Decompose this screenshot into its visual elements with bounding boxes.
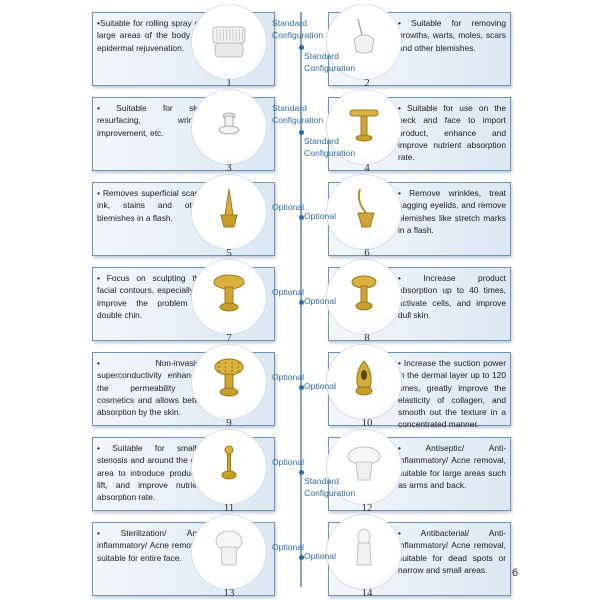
tip-description: • Sterilization/ Anti-inflammatory/ Acne… [97, 528, 204, 563]
tip-image-circle [327, 515, 401, 589]
right-config-label: Configuration [304, 488, 356, 498]
tip-description: • Increase the suction power in the derm… [398, 358, 506, 430]
tip-description: • Suitable for removing growths, warts, … [398, 18, 506, 53]
right-config-label: Optional [304, 381, 337, 391]
right-config-label: Configuration [304, 148, 356, 158]
gold-bent-tip-icon [357, 188, 375, 228]
right-config-label: Standard [304, 476, 339, 486]
tip-image-circle [192, 345, 266, 419]
tip-card-14: • Antibacterial/ Anti-inflammatory/ Acne… [327, 515, 511, 599]
tip-image-circle [327, 345, 401, 419]
tip-number: 1 [226, 77, 232, 89]
left-config-label: Standard [272, 18, 307, 28]
white-narrow-tip-icon [356, 528, 372, 566]
left-config-label: Standard [272, 103, 307, 113]
tip-description: • Remove wrinkles, treat sagging eyelids… [398, 188, 506, 235]
tip-card-2: • Suitable for removing growths, warts, … [327, 5, 511, 89]
tip-number: 7 [226, 332, 232, 344]
right-config-label: Standard [304, 51, 339, 61]
tip-description: • Antibacterial/ Anti-inflammatory/ Acne… [398, 528, 506, 575]
tip-number: 3 [226, 162, 232, 174]
connector-dot [298, 300, 304, 305]
tip-image-circle [192, 515, 266, 589]
tip-card-8: • Increase product absorption up to 40 t… [327, 260, 511, 344]
tip-card-5: • Removes superficial scars, ink, stains… [92, 175, 275, 259]
tip-number: 11 [223, 502, 235, 514]
tip-image-circle [327, 90, 401, 164]
right-config-label: Optional [304, 211, 337, 221]
tip-card-10: • Increase the suction power in the derm… [327, 345, 511, 429]
tip-description: • Non-invasive superconductivity enhance… [97, 358, 204, 418]
tip-image-circle [192, 430, 266, 504]
roller-tip-icon [212, 26, 246, 58]
tip-card-13: • Sterilization/ Anti-inflammatory/ Acne… [92, 515, 275, 599]
tip-description: • Increase product absorption up to 40 t… [398, 273, 506, 320]
left-config-label: Optional [272, 542, 305, 552]
tip-number: 4 [364, 162, 370, 174]
tip-card-6: • Remove wrinkles, treat sagging eyelids… [327, 175, 511, 259]
left-config-label: Configuration [272, 115, 324, 125]
tip-number: 8 [364, 332, 370, 344]
tip-card-1: •Suitable for rolling spray on large are… [92, 5, 275, 89]
tip-card-12: • Antiseptic/ Anti-inflammatory/ Acne re… [327, 430, 511, 514]
tip-image-circle [192, 90, 266, 164]
tip-image-circle [327, 260, 401, 334]
tip-number: 2 [364, 77, 370, 89]
right-config-label: Optional [304, 296, 337, 306]
tip-description: • Focus on sculpting the facial contours… [97, 273, 204, 320]
tip-number: 14 [361, 587, 373, 599]
tip-number: 6 [364, 247, 370, 259]
tip-card-4: • Suitable for use on the neck and face … [327, 90, 511, 174]
gold-spike-tip-icon [220, 188, 238, 228]
tip-number: 12 [361, 502, 373, 514]
left-config-label: Optional [272, 287, 305, 297]
connector-dot [298, 215, 304, 220]
tip-description: • Suitable for use on the neck and face … [398, 103, 506, 163]
tip-card-9: • Non-invasive superconductivity enhance… [92, 345, 275, 429]
tip-image-circle [192, 175, 266, 249]
connector-dot [298, 130, 304, 135]
tip-description: • Suitable for skin resurfacing, wrinkle… [97, 103, 204, 138]
connector-dot [298, 555, 304, 560]
gold-dotted-tip-icon [214, 358, 244, 397]
tip-description: •Suitable for rolling spray on large are… [97, 18, 204, 53]
left-config-label: Optional [272, 202, 305, 212]
right-config-label: Configuration [304, 63, 356, 73]
gold-mushroom-tip-icon [213, 274, 245, 312]
needle-tip-icon [353, 18, 375, 54]
tip-card-11: • Suitable for smaller stenosis and arou… [92, 430, 275, 514]
tip-number: 13 [223, 587, 235, 599]
gold-cap-tip-icon [351, 275, 377, 311]
tip-number: 5 [226, 247, 232, 259]
tip-image-circle [192, 260, 266, 334]
connector-dot [298, 470, 304, 475]
connector-dot [298, 45, 304, 50]
tip-image-circle [327, 430, 401, 504]
tip-number: 10 [361, 417, 373, 429]
right-config-label: Standard [304, 136, 339, 146]
small-cap-tip-icon [218, 112, 240, 135]
left-config-label: Optional [272, 457, 305, 467]
tip-image-circle [327, 5, 401, 79]
tip-description: • Antiseptic/ Anti-inflammatory/ Acne re… [398, 443, 506, 490]
white-cap-tip-icon [347, 446, 381, 481]
gold-ball-tip-icon [221, 445, 237, 480]
white-round-tip-icon [215, 530, 243, 566]
tip-image-circle [192, 5, 266, 79]
tip-card-3: • Suitable for skin resurfacing, wrinkle… [92, 90, 275, 174]
tip-description: • Removes superficial scars, ink, stains… [97, 188, 204, 223]
tip-image-circle [327, 175, 401, 249]
right-config-label: Optional [304, 551, 337, 561]
left-config-label: Configuration [272, 30, 324, 40]
connector-dot [298, 385, 304, 390]
center-connector-line [300, 12, 302, 587]
left-config-label: Optional [272, 372, 305, 382]
tip-number: 9 [226, 417, 232, 429]
t-bar-tip-icon [349, 109, 379, 142]
tip-description: • Suitable for smaller stenosis and arou… [97, 443, 204, 503]
gold-suction-tip-icon [355, 360, 373, 396]
page-number: 6 [512, 567, 519, 579]
tip-card-7: • Focus on sculpting the facial contours… [92, 260, 275, 344]
